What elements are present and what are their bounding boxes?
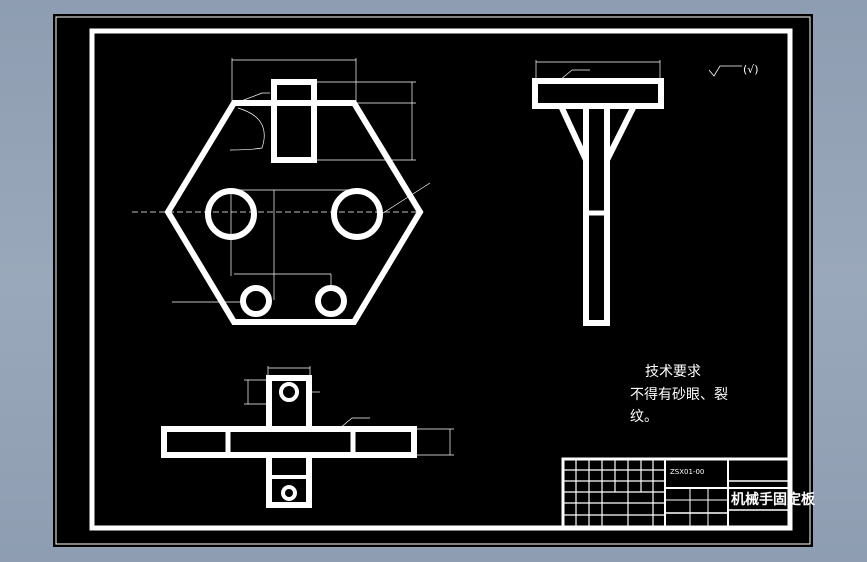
- roughness-label: (√): [743, 63, 759, 76]
- part-name: 机械手固定板: [731, 492, 815, 508]
- front-view: [161, 366, 454, 508]
- sheet-frame: [89, 28, 793, 531]
- tech-requirements-line2: 纹。: [630, 409, 658, 425]
- sheet-outer-border: [55, 16, 811, 545]
- top-view: [132, 58, 431, 325]
- title-block-frame: [561, 457, 791, 529]
- front-upper-hole: [279, 382, 299, 402]
- title-block: [561, 457, 791, 529]
- front-view-dimensions: [244, 366, 454, 456]
- side-rib-right: [604, 103, 639, 162]
- top-slot: [271, 79, 317, 163]
- tech-requirements-line1: 不得有砂眼、裂: [630, 387, 728, 403]
- side-rib-left: [556, 103, 589, 162]
- title-block-grid: [563, 459, 665, 527]
- side-view-dimensions: [535, 60, 661, 81]
- top-view-dimensions: [132, 58, 431, 303]
- drawing-number: ZSX01-00: [670, 468, 705, 476]
- small-hole-left: [240, 285, 272, 317]
- large-hole-right: [331, 188, 383, 240]
- side-view: [532, 60, 664, 326]
- tech-requirements-heading: 技术要求: [645, 364, 701, 380]
- front-lower-hole: [281, 485, 297, 501]
- roughness-symbol: [708, 65, 742, 77]
- front-lower-block: [266, 452, 312, 508]
- front-upper-block: [266, 375, 312, 432]
